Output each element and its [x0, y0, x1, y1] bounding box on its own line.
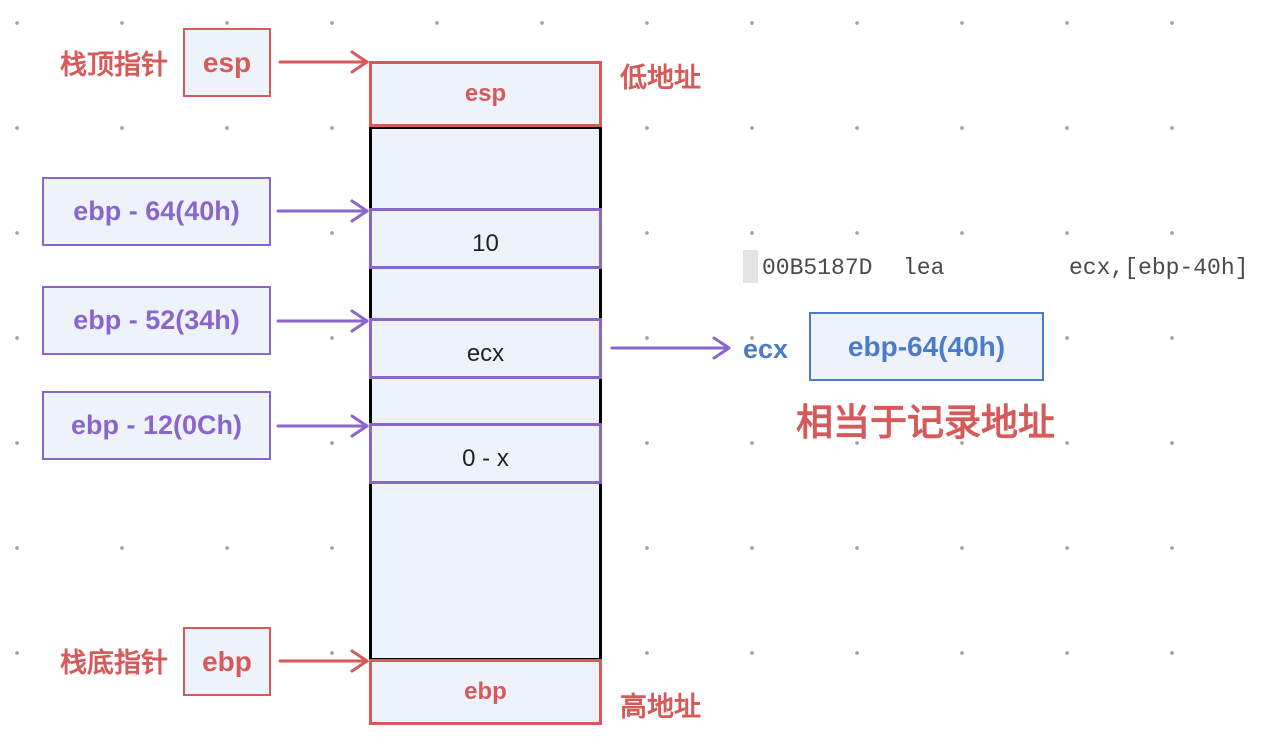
stack-cell-array: 0 - x: [369, 423, 602, 484]
stack-frame-column: [369, 126, 602, 661]
offset-box-ebp-12: ebp - 12(0Ch): [42, 391, 271, 460]
offset-box-ebp-64: ebp - 64(40h): [42, 177, 271, 246]
stack-top-cell: esp: [369, 61, 602, 127]
arrow-ebp-to-stack-bottom: [278, 649, 369, 673]
code-operands: ecx,[ebp-40h]: [1069, 255, 1249, 281]
stack-bottom-pointer-label: 栈底指针: [60, 648, 168, 678]
arrow-offset-64: [276, 199, 369, 223]
stack-cell-ecx: ecx: [369, 318, 602, 379]
low-address-label: 低地址: [620, 63, 701, 93]
arrow-ecx-to-result: [610, 336, 731, 360]
ebp-register-box: ebp: [183, 627, 271, 696]
arrow-offset-12: [276, 414, 369, 438]
arrow-head: [712, 336, 731, 360]
stack-top-pointer-label: 栈顶指针: [60, 50, 168, 80]
stack-cell-value: 10: [369, 208, 602, 269]
arrow-head: [350, 199, 369, 223]
arrow-head: [350, 649, 369, 673]
stack-bottom-cell: ebp: [369, 659, 602, 725]
arrow-offset-52: [276, 309, 369, 333]
offset-box-ebp-52: ebp - 52(34h): [42, 286, 271, 355]
arrow-head: [350, 50, 369, 74]
high-address-label: 高地址: [620, 692, 701, 722]
arrow-head: [350, 414, 369, 438]
ecx-register-label: ecx: [743, 334, 789, 364]
arrow-esp-to-stack-top: [278, 50, 369, 74]
code-mnemonic: lea: [903, 255, 945, 281]
arrow-head: [350, 309, 369, 333]
code-address: 00B5187D: [762, 255, 873, 281]
line-marker: [743, 250, 758, 283]
esp-register-box: esp: [183, 28, 271, 97]
ecx-value-box: ebp-64(40h): [809, 312, 1044, 381]
explanation-note: 相当于记录地址: [796, 402, 1055, 443]
